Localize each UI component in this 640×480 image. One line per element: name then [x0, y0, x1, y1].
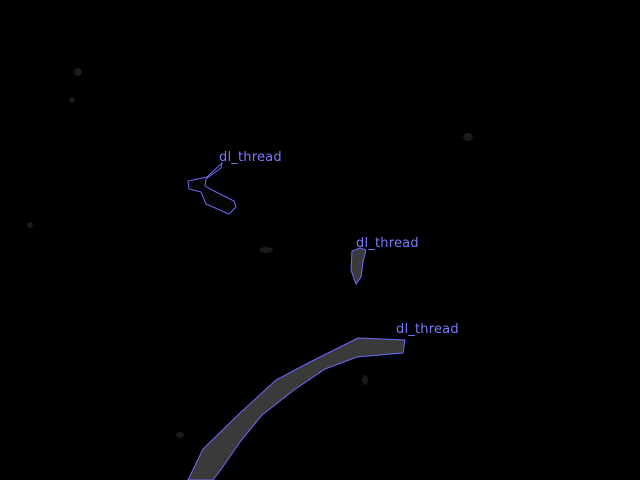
annotation-polygon[interactable] [187, 337, 406, 480]
annotation-thread-3[interactable]: dl_thread [187, 322, 459, 480]
speck [176, 432, 184, 438]
annotation-thread-1[interactable]: dl_thread [187, 150, 282, 215]
speck [69, 97, 75, 103]
annotation-polygon[interactable] [187, 161, 237, 215]
annotation-label: dl_thread [356, 236, 419, 251]
annotation-thread-2[interactable]: dl_thread [350, 236, 419, 286]
annotation-label: dl_thread [219, 150, 282, 165]
annotation-polygon[interactable] [350, 247, 367, 286]
background-specks [27, 68, 473, 438]
speck [27, 222, 33, 228]
speck [259, 247, 273, 253]
speck [362, 375, 368, 385]
speck [74, 68, 82, 76]
speck [463, 133, 473, 141]
annotation-label: dl_thread [396, 322, 459, 337]
